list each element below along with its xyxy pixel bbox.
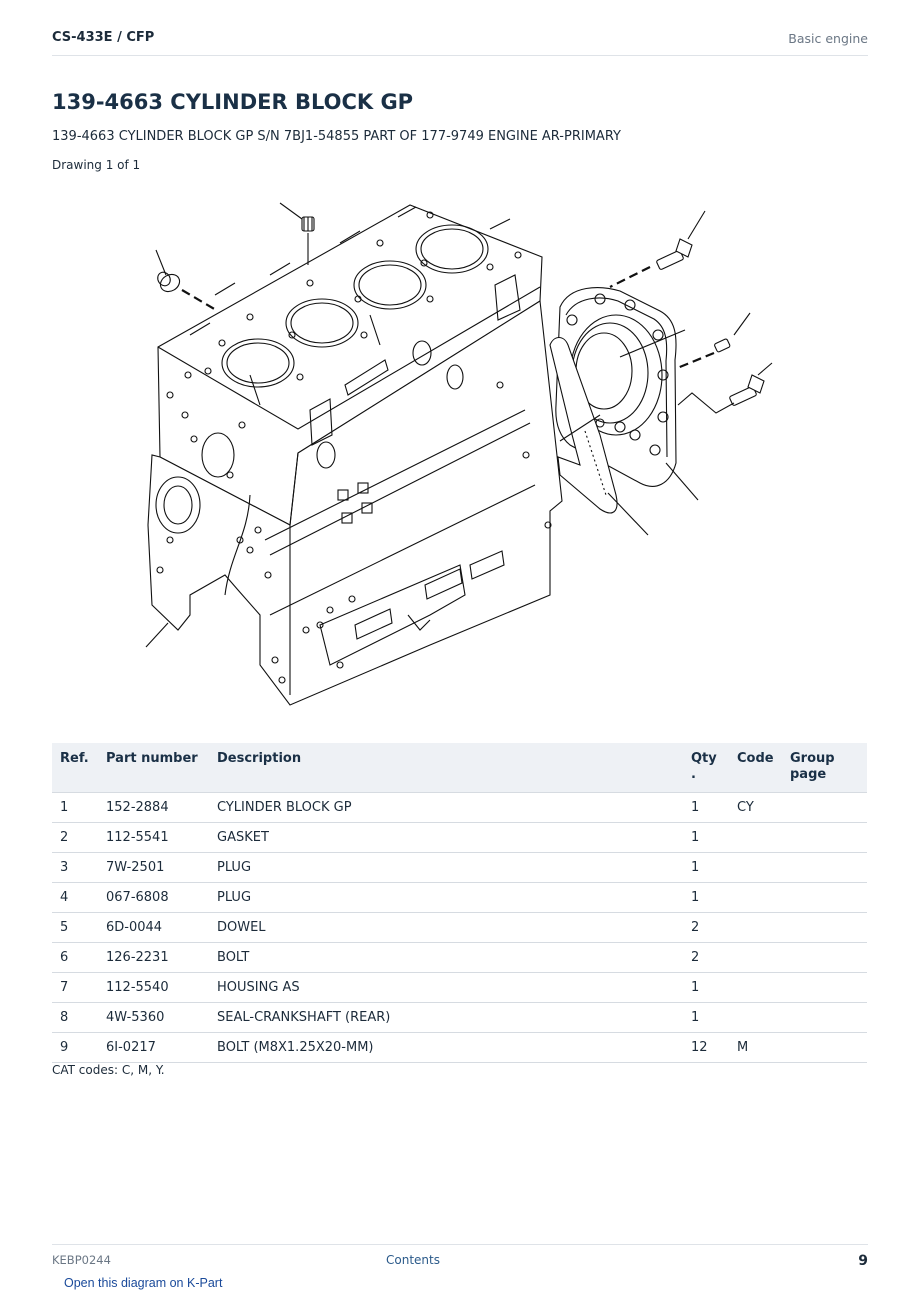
cell-code: M bbox=[729, 1032, 782, 1063]
cell-group-page bbox=[782, 852, 867, 883]
page-number: 9 bbox=[858, 1253, 868, 1269]
column-header-ref: Ref. bbox=[52, 743, 98, 793]
page-footer: KEBP0244 Contents 9 bbox=[52, 1244, 868, 1275]
cell-group-page bbox=[782, 792, 867, 823]
cell-code bbox=[729, 912, 782, 943]
cell-part-number: 6D-0044 bbox=[98, 912, 209, 943]
cylinder-bores bbox=[189, 206, 522, 388]
cell-code bbox=[729, 822, 782, 853]
column-header-part-number: Part number bbox=[98, 743, 209, 793]
section-label: Basic engine bbox=[788, 31, 868, 46]
cell-description: GASKET bbox=[209, 822, 683, 853]
column-header-group-page: Group page bbox=[782, 743, 867, 793]
column-header-description: Description bbox=[209, 743, 683, 793]
cell-qty: 12 bbox=[683, 1032, 729, 1063]
cell-qty: 2 bbox=[683, 912, 729, 943]
document-id: KEBP0244 bbox=[52, 1253, 111, 1267]
cell-ref: 4 bbox=[52, 882, 98, 913]
cell-group-page bbox=[782, 942, 867, 973]
cell-ref: 1 bbox=[52, 792, 98, 823]
cell-part-number: 152-2884 bbox=[98, 792, 209, 823]
model-label: CS-433E / CFP bbox=[52, 30, 155, 45]
cell-description: DOWEL bbox=[209, 912, 683, 943]
page-subtitle: 139-4663 CYLINDER BLOCK GP S/N 7BJ1-5485… bbox=[52, 129, 621, 144]
cell-description: HOUSING AS bbox=[209, 972, 683, 1003]
contents-link[interactable]: Contents bbox=[386, 1253, 440, 1267]
cell-part-number: 067-6808 bbox=[98, 882, 209, 913]
cell-group-page bbox=[782, 972, 867, 1003]
cell-part-number: 7W-2501 bbox=[98, 852, 209, 883]
cell-qty: 1 bbox=[683, 882, 729, 913]
cylinder-block-illustration bbox=[147, 204, 563, 706]
cell-code: CY bbox=[729, 792, 782, 823]
cell-code bbox=[729, 972, 782, 1003]
cat-codes-note: CAT codes: C, M, Y. bbox=[52, 1063, 165, 1077]
cell-qty: 1 bbox=[683, 852, 729, 883]
drawing-count: Drawing 1 of 1 bbox=[52, 158, 141, 172]
cell-group-page bbox=[782, 882, 867, 913]
cell-part-number: 126-2231 bbox=[98, 942, 209, 973]
page-header: CS-433E / CFP Basic engine bbox=[52, 28, 868, 56]
cell-description: CYLINDER BLOCK GP bbox=[209, 792, 683, 823]
cell-ref: 8 bbox=[52, 1002, 98, 1033]
cell-code bbox=[729, 942, 782, 973]
page-title: 139-4663 CYLINDER BLOCK GP bbox=[52, 90, 414, 114]
rear-housing-illustration bbox=[549, 287, 677, 514]
cell-ref: 7 bbox=[52, 972, 98, 1003]
cell-qty: 2 bbox=[683, 942, 729, 973]
cell-ref: 9 bbox=[52, 1032, 98, 1063]
cell-qty: 1 bbox=[683, 792, 729, 823]
cell-group-page bbox=[782, 822, 867, 853]
exploded-parts-diagram bbox=[145, 202, 773, 706]
parts-table-header-row: Ref. Part number Description Qty . Code … bbox=[52, 743, 867, 793]
cell-description: BOLT bbox=[209, 942, 683, 973]
table-row: 2 112-5541 GASKET 1 bbox=[52, 822, 867, 853]
table-row: 6 126-2231 BOLT 2 bbox=[52, 942, 867, 973]
table-row: 8 4W-5360 SEAL-CRANKSHAFT (REAR) 1 bbox=[52, 1002, 867, 1033]
cell-description: BOLT (M8X1.25X20-MM) bbox=[209, 1032, 683, 1063]
column-header-code: Code bbox=[729, 743, 782, 793]
cell-ref: 5 bbox=[52, 912, 98, 943]
leader-lines bbox=[145, 202, 773, 648]
table-row: 9 6I-0217 BOLT (M8X1.25X20-MM) 12 M bbox=[52, 1032, 867, 1063]
cell-qty: 1 bbox=[683, 972, 729, 1003]
fastener-parts bbox=[157, 216, 765, 406]
cell-qty: 1 bbox=[683, 822, 729, 853]
cell-part-number: 6I-0217 bbox=[98, 1032, 209, 1063]
table-row: 3 7W-2501 PLUG 1 bbox=[52, 852, 867, 883]
cell-ref: 2 bbox=[52, 822, 98, 853]
cell-code bbox=[729, 882, 782, 913]
cell-group-page bbox=[782, 1032, 867, 1063]
table-row: 5 6D-0044 DOWEL 2 bbox=[52, 912, 867, 943]
cell-part-number: 112-5540 bbox=[98, 972, 209, 1003]
column-header-qty: Qty . bbox=[683, 743, 729, 793]
cell-ref: 3 bbox=[52, 852, 98, 883]
cell-ref: 6 bbox=[52, 942, 98, 973]
cell-group-page bbox=[782, 912, 867, 943]
cell-part-number: 4W-5360 bbox=[98, 1002, 209, 1033]
cell-qty: 1 bbox=[683, 1002, 729, 1033]
cell-description: PLUG bbox=[209, 882, 683, 913]
cell-description: PLUG bbox=[209, 852, 683, 883]
cell-group-page bbox=[782, 1002, 867, 1033]
table-row: 7 112-5540 HOUSING AS 1 bbox=[52, 972, 867, 1003]
table-row: 4 067-6808 PLUG 1 bbox=[52, 882, 867, 913]
open-k-part-link[interactable]: Open this diagram on K-Part bbox=[64, 1276, 223, 1290]
cell-description: SEAL-CRANKSHAFT (REAR) bbox=[209, 1002, 683, 1033]
cell-code bbox=[729, 852, 782, 883]
parts-table: Ref. Part number Description Qty . Code … bbox=[52, 743, 867, 1063]
cell-part-number: 112-5541 bbox=[98, 822, 209, 853]
cell-code bbox=[729, 1002, 782, 1033]
table-row: 1 152-2884 CYLINDER BLOCK GP 1 CY bbox=[52, 792, 867, 823]
